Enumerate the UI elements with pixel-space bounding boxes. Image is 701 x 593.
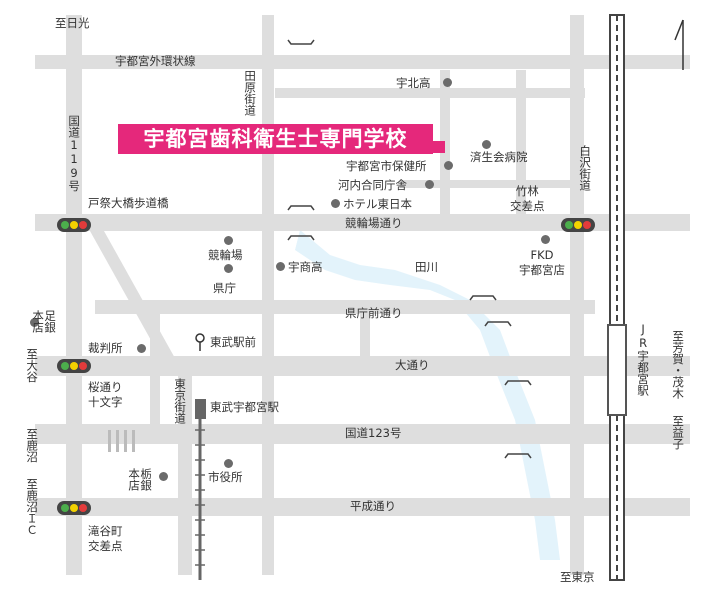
hotel-label: ホテル東日本 [343,197,412,211]
keirinjo-dot [224,236,233,245]
traffic-signal-icon [57,359,91,373]
road-minor-4 [150,300,160,440]
direction-mashiko: 至益子 [671,415,686,450]
shiyakusho-dot [224,459,233,468]
direction-haga: 至芳賀・茂木 [671,330,686,399]
road-tahara [262,15,274,575]
road-minor-1 [400,180,580,188]
ubokuko-label: 宇北高 [396,76,431,90]
road-kencho-mae-label: 県庁前通り [345,306,403,320]
takebayashi-label: 竹林 交差点 [510,184,545,213]
tagawa-river [295,230,560,560]
hokenjo-label: 宇都宮市保健所 [346,159,427,173]
road-minor-2 [440,70,450,220]
school-location-marker [433,141,445,153]
traffic-signal-icon [57,501,91,515]
fkd-dot [541,235,550,244]
road-odori [35,356,690,376]
godo-dot [425,180,434,189]
road-tokyo-kaido [178,360,192,575]
direction-nikko: 至日光 [55,16,90,30]
saiseikai-dot [482,140,491,149]
kencho-label: 県庁 [213,281,236,295]
tobu-ekimae-label: 東武駅前 [210,335,256,349]
saibansho-dot [137,344,146,353]
hotel-dot [331,199,340,208]
jr-station-marker [607,324,627,416]
traffic-signal-icon [561,218,595,232]
direction-oya: 至大谷 [25,348,40,383]
tagawa-label: 田川 [415,260,438,274]
road-outer-ring [35,55,690,69]
fkd-label: FKD 宇都宮店 [519,248,565,277]
usho-dot [276,262,285,271]
school-name-banner: 宇都宮歯科衛生士専門学校 [118,124,433,154]
saibansho-label: 裁判所 [88,341,123,355]
north-arrow-icon [674,19,684,70]
road-kyorinjo [35,214,690,231]
tobu-station-label: 東武宇都宮駅 [210,400,279,414]
direction-kanuma1: 至鹿沼 [25,428,40,463]
godo-label: 河内合同庁舎 [338,178,407,192]
road-kokudo119-label: 国道119号 [67,115,82,192]
road-outer-ring-label: 宇都宮外環状線 [115,54,196,68]
shiyakusho-label: 市役所 [208,470,243,484]
keirinjo-label: 競輪場 [208,248,243,262]
road-upper-inner [275,88,585,98]
road-shirasawa [570,15,584,575]
tobu-station-marker [195,399,206,419]
jr-station-label: JR宇都宮駅 [636,322,651,396]
saiseikai-label: 済生会病院 [470,150,528,164]
direction-tokyo: 至東京 [560,570,595,584]
tochigin-dot [159,472,168,481]
usho-label: 宇商高 [288,260,323,274]
road-kokudo123-label: 国道123号 [345,426,402,440]
road-minor-3 [516,70,526,220]
road-minor-5 [360,300,370,360]
traffic-signal-icon [57,218,91,232]
road-odori-label: 大通り [395,358,430,372]
road-diagonal [90,231,176,360]
road-tahara-label: 田原街道 [243,70,258,116]
road-tokyo-kaido-label: 東京街道 [173,378,188,424]
ashigin-label: 足銀 本店 [31,310,58,333]
direction-kanuma-ic: 至鹿沼ＩＣ [25,478,40,536]
road-kencho-mae [95,300,595,314]
kencho-dot [224,264,233,273]
bus-stop-icon [195,333,205,343]
tosai-label: 戸祭大橋歩道橋 [88,196,169,210]
road-kyorinjo-label: 競輪場通り [345,216,403,230]
tochigin-label: 栃銀 本店 [127,468,154,491]
road-heisei-label: 平成通り [350,499,396,513]
hokenjo-dot [444,161,453,170]
ubokuko-dot [443,78,452,87]
road-shirasawa-label: 白沢街道 [578,145,593,191]
takinoya-label: 滝谷町 交差点 [88,524,123,553]
ashigin-dot [30,318,39,327]
sakuradori-label: 桜通り 十文字 [88,380,123,409]
road-kokudo119 [66,15,82,575]
